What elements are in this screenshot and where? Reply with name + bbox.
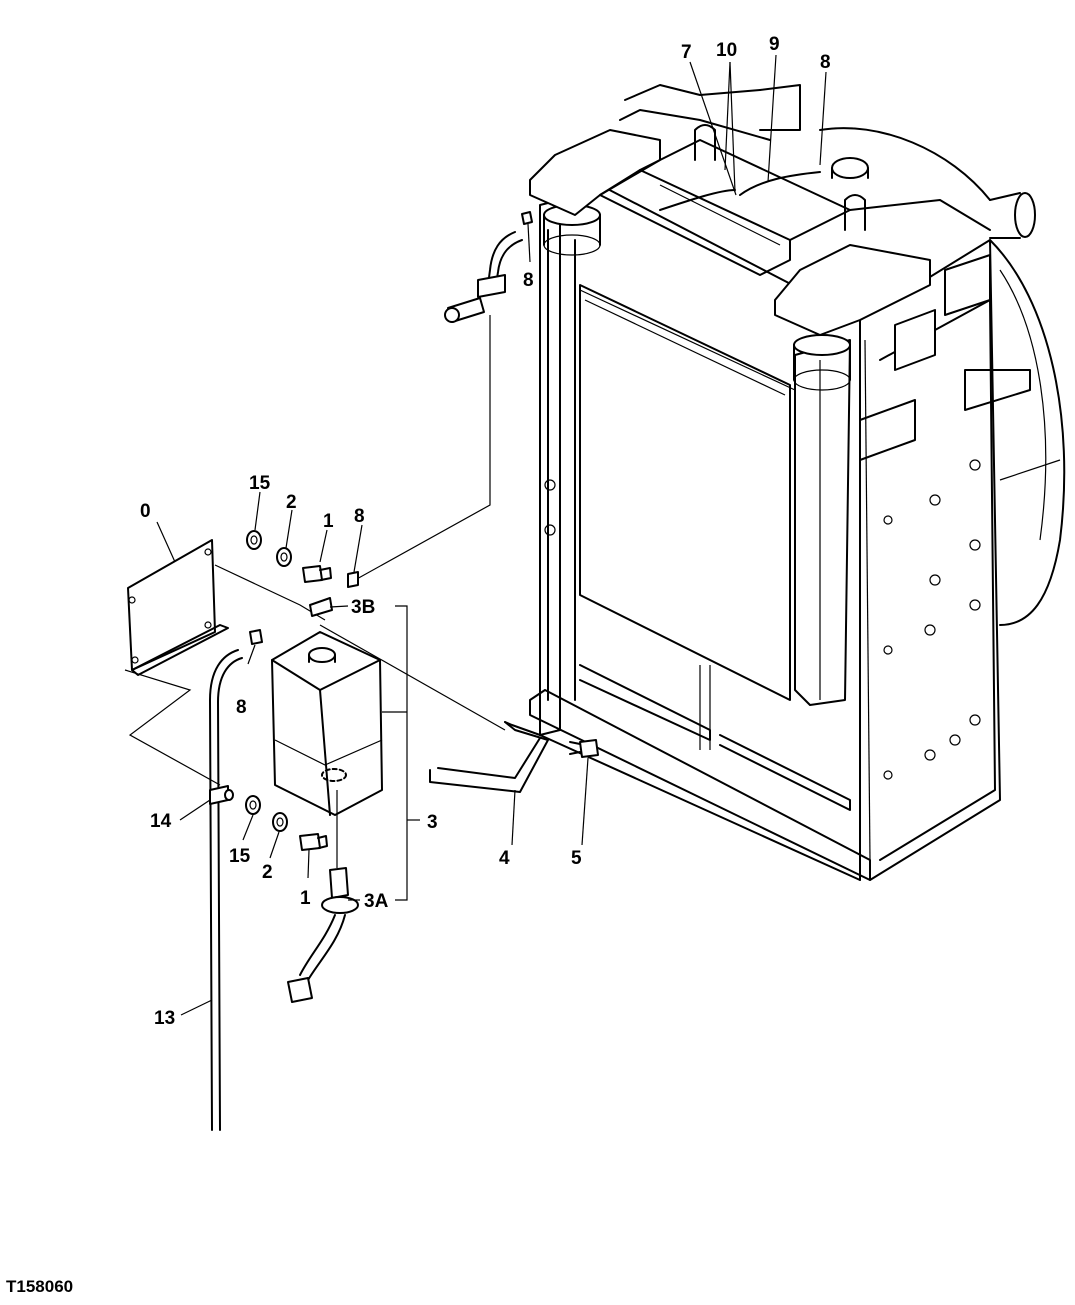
callout-2-upper: 2 [286,492,297,513]
callout-15-upper: 15 [249,473,271,494]
callout-3a: 3A [364,891,389,912]
overflow-hose-upper [444,211,533,323]
callout-8-top: 8 [820,52,831,73]
callout-4: 4 [499,848,510,869]
cap-screw [569,739,599,758]
hardware-lower [245,795,328,851]
callout-1-upper: 1 [323,511,334,532]
radiator-assembly [529,84,1066,881]
callout-5: 5 [571,848,582,869]
reservoir-tank [249,597,383,816]
figure-id: T158060 [6,1277,73,1296]
phantom-lines [124,315,506,786]
callout-1-lower: 1 [300,888,311,909]
callout-3b: 3B [351,597,375,618]
callout-13: 13 [154,1008,175,1029]
callout-7: 7 [681,42,692,63]
callout-8-bracket: 8 [354,506,365,527]
callout-labels: 0 15 2 1 8 3B 8 3 3A 4 5 14 15 2 1 13 8 … [140,34,831,1029]
callout-14: 14 [150,811,172,832]
callout-3: 3 [427,812,438,833]
callout-0: 0 [140,501,151,522]
support-bracket [429,721,549,793]
callout-8-tank: 8 [236,697,247,718]
mounting-bracket [127,539,229,676]
callout-9: 9 [769,34,780,55]
callout-15-lower: 15 [229,846,251,867]
callout-leaders [156,54,827,1016]
level-switch [287,790,359,1003]
callout-8-upper-hose: 8 [523,270,534,291]
callout-10: 10 [716,40,737,61]
hardware-upper [246,530,359,588]
overflow-hose-lower [209,649,243,1131]
callout-2-lower: 2 [262,862,273,883]
